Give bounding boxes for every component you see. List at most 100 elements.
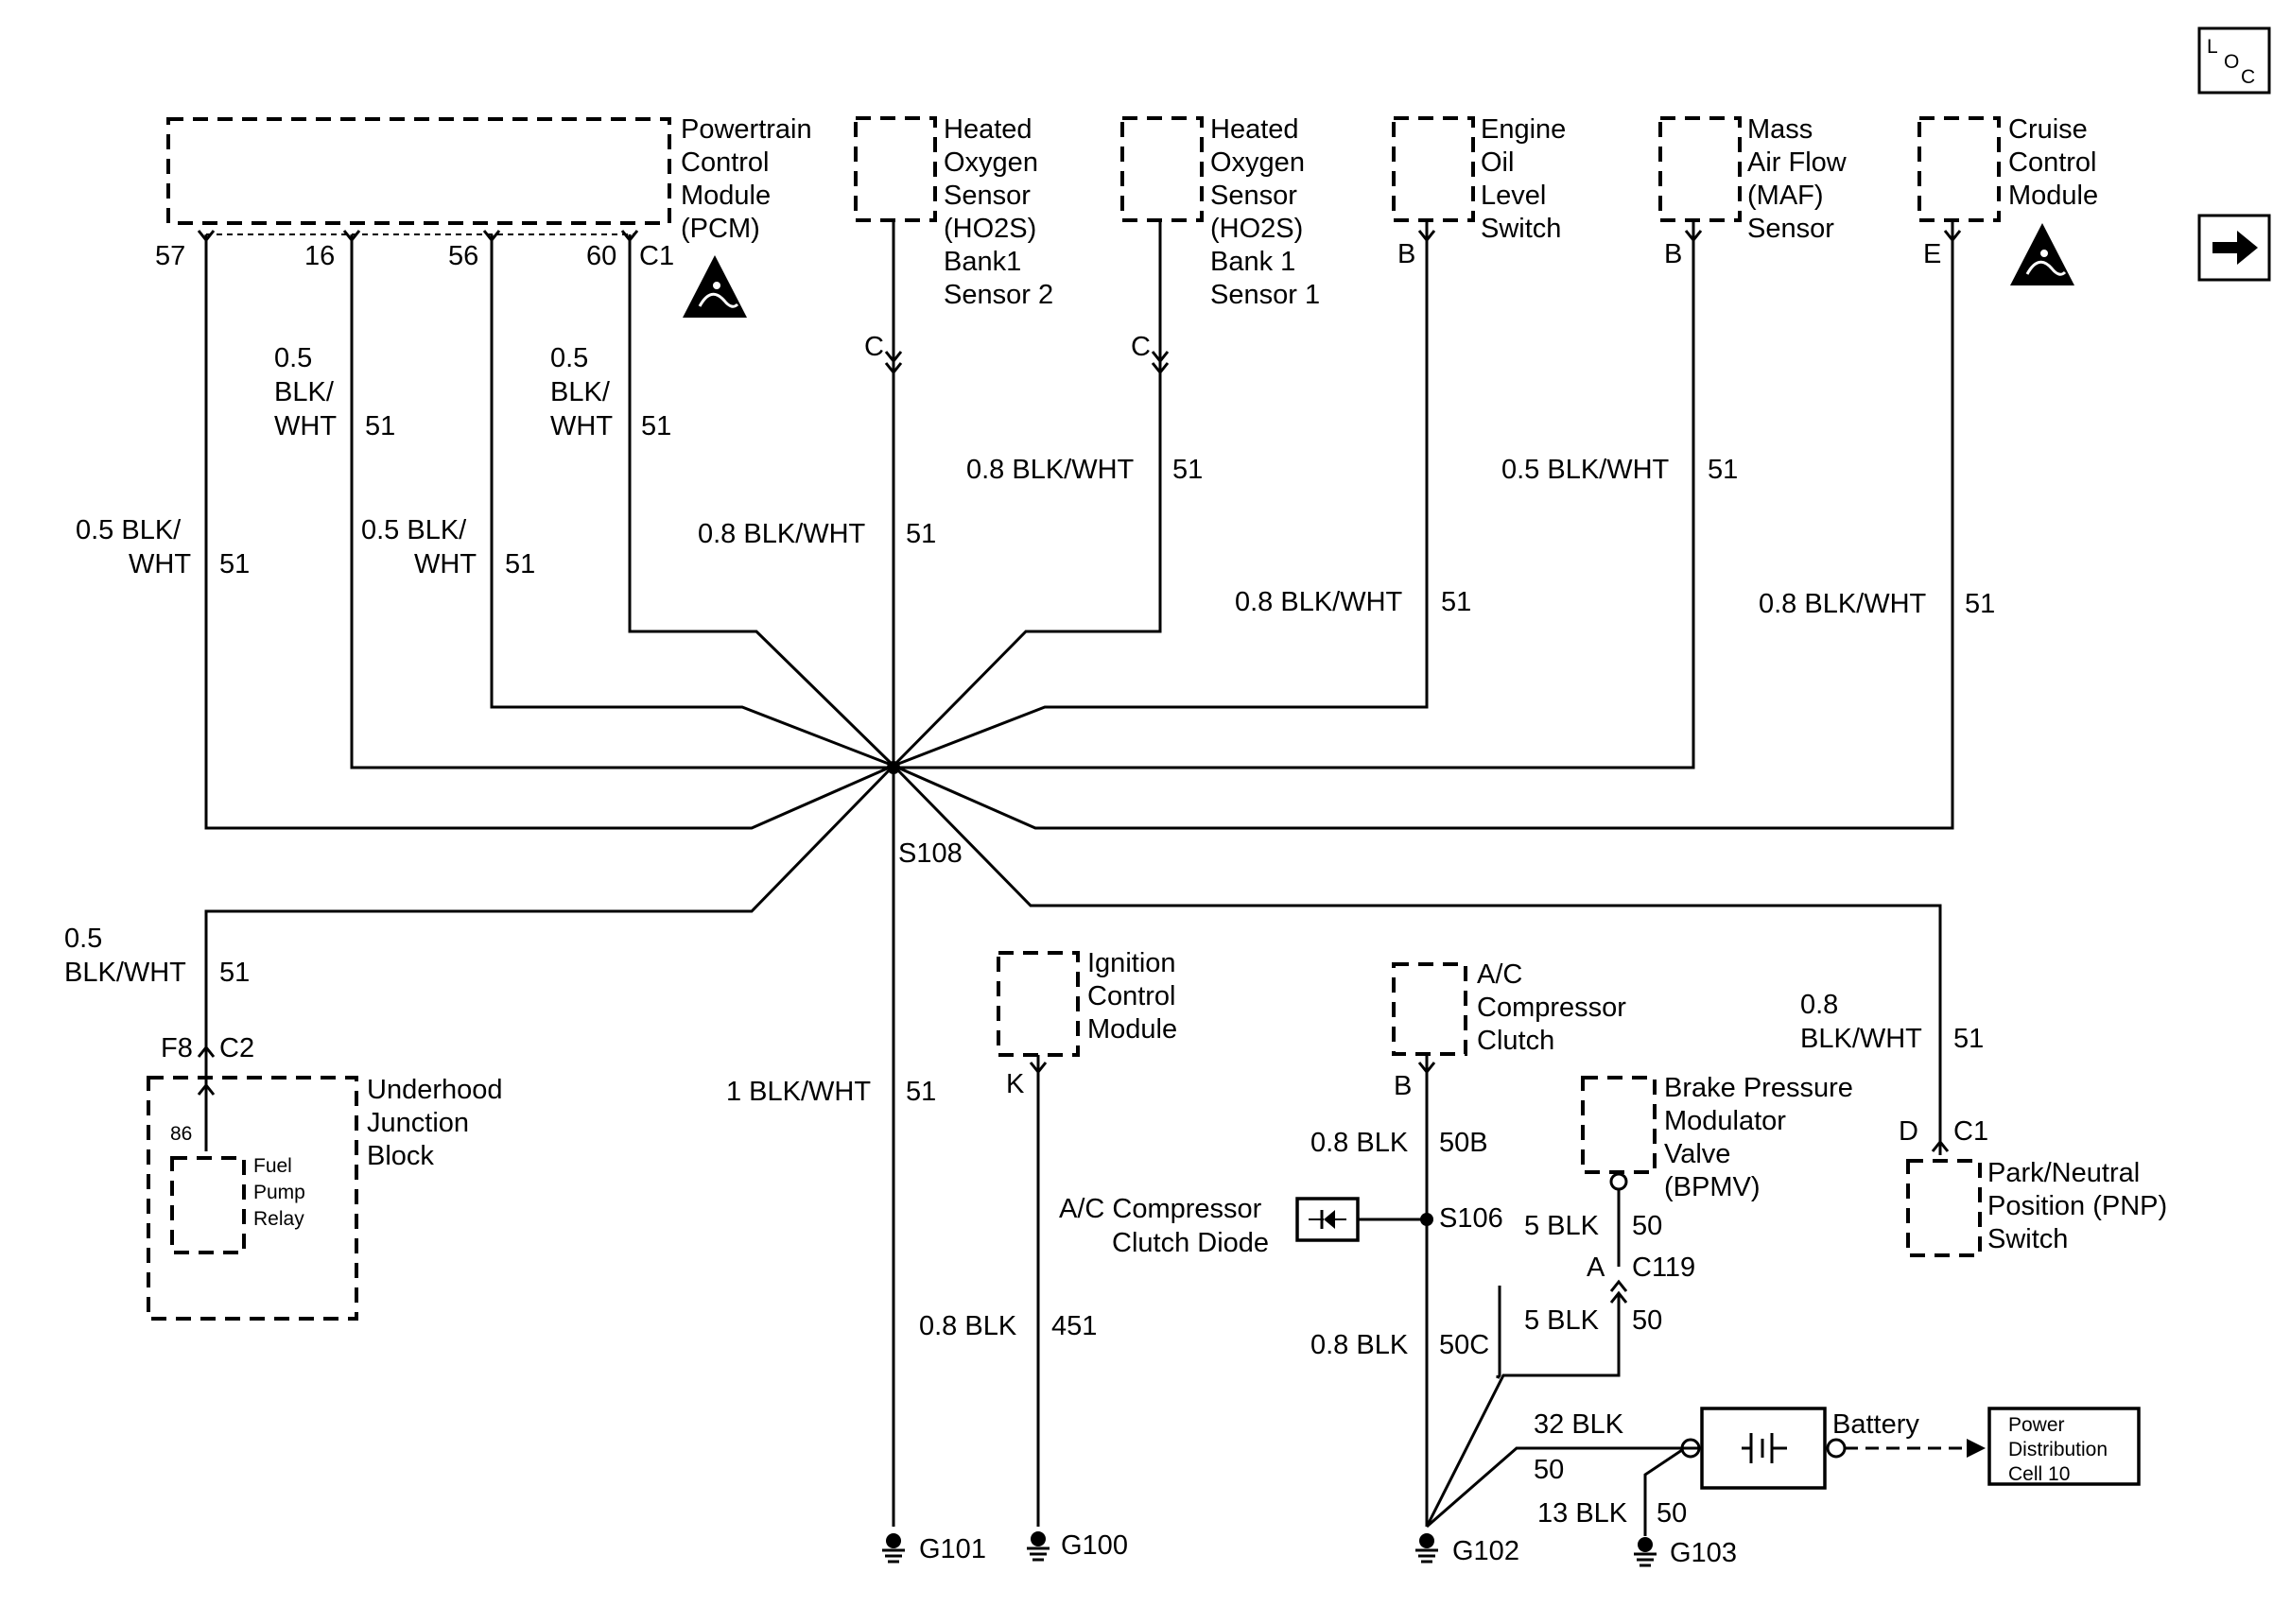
wire-label-pcm57: 0.5 BLK/ WHT 51 (76, 515, 250, 579)
svg-text:Module: Module (1087, 1014, 1177, 1045)
svg-text:Cruise: Cruise (2008, 114, 2088, 145)
svg-text:WHT: WHT (129, 549, 191, 579)
svg-text:451: 451 (1051, 1311, 1097, 1341)
svg-text:51: 51 (1953, 1024, 1984, 1054)
svg-text:0.5 BLK/: 0.5 BLK/ (76, 515, 182, 545)
svg-text:51: 51 (906, 1077, 936, 1107)
wire-label-bpmv-bot: 5 BLK 50 (1524, 1305, 1662, 1336)
svg-text:Block: Block (367, 1141, 434, 1171)
wire-label-ccm: 0.8 BLK/WHT 51 (1759, 589, 1995, 619)
svg-text:0.5: 0.5 (274, 343, 312, 373)
pin-label: B (1664, 239, 1682, 269)
svg-text:Modulator: Modulator (1664, 1106, 1786, 1136)
pin-label: D (1899, 1116, 1918, 1147)
pin-label: B (1397, 239, 1415, 269)
wire-label-pcm16: 0.5 BLK/ WHT 51 (274, 343, 395, 441)
svg-text:50B: 50B (1439, 1128, 1488, 1158)
pnp-label: Park/Neutral Position (PNP) Switch (1987, 1158, 2167, 1254)
pin-label: K (1006, 1069, 1025, 1099)
svg-text:Level: Level (1481, 181, 1546, 211)
svg-text:51: 51 (219, 958, 250, 988)
wire-label-pcm56: 0.5 BLK/ WHT 51 (361, 515, 535, 579)
svg-text:Sensor 1: Sensor 1 (1210, 280, 1320, 310)
svg-text:(BPMV): (BPMV) (1664, 1172, 1761, 1202)
svg-text:Powertrain: Powertrain (681, 114, 812, 145)
svg-text:BLK/: BLK/ (550, 377, 611, 407)
svg-text:Control: Control (2008, 147, 2097, 178)
svg-text:Sensor: Sensor (1210, 181, 1297, 211)
wire-label-pcm60: 0.5 BLK/ WHT 51 (550, 343, 671, 441)
splice-s108 (887, 761, 900, 774)
ccm-label: Cruise Control Module (2008, 114, 2098, 211)
svg-text:Position (PNP): Position (PNP) (1987, 1191, 2167, 1221)
ho2s-b1s2-box (854, 116, 937, 222)
connector-label: C1 (1953, 1116, 1988, 1147)
svg-text:Clutch: Clutch (1477, 1026, 1554, 1056)
wire-label-ac-bot: 0.8 BLK 50C (1310, 1330, 1489, 1360)
bpmv-label: Brake Pressure Modulator Valve (BPMV) (1664, 1073, 1853, 1202)
ho2s-b1s2-label: Heated Oxygen Sensor (HO2S) Bank1 Sensor… (944, 114, 1053, 310)
battery-icon (1742, 1433, 1787, 1463)
svg-text:Oxygen: Oxygen (944, 147, 1038, 178)
svg-text:51: 51 (1441, 587, 1471, 617)
svg-text:(PCM): (PCM) (681, 214, 760, 244)
wire-label-maf: 0.5 BLK/WHT 51 (1501, 455, 1738, 485)
wire-label-bat32: 32 BLK 50 (1534, 1409, 1624, 1485)
ground-g101: G101 (882, 1533, 986, 1564)
location-button[interactable]: L O C (2197, 26, 2271, 95)
ujb-box (147, 1076, 358, 1321)
splice-s106 (1420, 1213, 1433, 1226)
maf-box (1658, 116, 1742, 222)
fuel-pump-relay-box (170, 1156, 246, 1254)
right-arrow-icon (2212, 231, 2258, 265)
wire-label-bat13: 13 BLK 50 (1537, 1498, 1687, 1529)
oil-switch-box (1392, 116, 1475, 222)
svg-text:32 BLK: 32 BLK (1534, 1409, 1624, 1440)
svg-text:Compressor: Compressor (1477, 993, 1626, 1023)
svg-text:Power: Power (2008, 1414, 2065, 1436)
svg-text:WHT: WHT (550, 411, 613, 441)
svg-text:(MAF): (MAF) (1747, 181, 1824, 211)
svg-text:1 BLK/WHT: 1 BLK/WHT (726, 1077, 871, 1107)
ujb-label: Underhood Junction Block (367, 1075, 503, 1171)
wire-label-bpmv-top: 5 BLK 50 (1524, 1211, 1662, 1241)
svg-text:(HO2S): (HO2S) (944, 214, 1036, 244)
svg-text:Switch: Switch (1481, 214, 1561, 244)
bpmv-box (1581, 1076, 1657, 1174)
svg-text:Mass: Mass (1747, 114, 1813, 145)
pin-label: F8 (161, 1033, 193, 1063)
wire-label-icm: 0.8 BLK 451 (919, 1311, 1097, 1341)
pin-label: C (864, 332, 884, 362)
wire-label-pnp: 0.8 BLK/WHT 51 (1800, 990, 1984, 1054)
svg-text:0.5 BLK/: 0.5 BLK/ (361, 515, 467, 545)
ac-diode-label: A/C Compressor Clutch Diode (1059, 1194, 1269, 1258)
esd-warning-icon (2010, 223, 2074, 285)
svg-text:Park/Neutral: Park/Neutral (1987, 1158, 2140, 1188)
pin-label: 16 (304, 241, 335, 271)
svg-text:Relay: Relay (253, 1208, 304, 1230)
connector-label: C119 (1632, 1253, 1695, 1283)
next-page-button[interactable] (2197, 214, 2271, 282)
svg-text:BLK/: BLK/ (274, 377, 335, 407)
svg-text:51: 51 (365, 411, 395, 441)
maf-label: Mass Air Flow (MAF) Sensor (1747, 114, 1848, 244)
pin-label: 86 (170, 1123, 192, 1145)
svg-text:G103: G103 (1670, 1538, 1737, 1568)
svg-text:Heated: Heated (1210, 114, 1299, 145)
pin-label: 57 (155, 241, 185, 271)
pin-label: E (1923, 239, 1941, 269)
svg-text:Valve: Valve (1664, 1139, 1730, 1169)
icm-label: Ignition Control Module (1087, 948, 1177, 1045)
svg-text:Heated: Heated (944, 114, 1032, 145)
svg-text:Fuel: Fuel (253, 1155, 292, 1177)
svg-text:A/C: A/C (1477, 959, 1522, 990)
ground-g100: G100 (1027, 1530, 1128, 1562)
pcm-label: Powertrain Control Module (PCM) (681, 114, 812, 244)
svg-text:Brake Pressure: Brake Pressure (1664, 1073, 1853, 1103)
svg-text:Pump: Pump (253, 1182, 305, 1203)
ho2s-b1s1-label: Heated Oxygen Sensor (HO2S) Bank 1 Senso… (1210, 114, 1320, 310)
svg-text:0.8 BLK/WHT: 0.8 BLK/WHT (1759, 589, 1927, 619)
splice-label: S106 (1439, 1203, 1503, 1234)
ho2s-b1s1-box (1120, 116, 1204, 222)
svg-text:0.5 BLK/WHT: 0.5 BLK/WHT (1501, 455, 1670, 485)
